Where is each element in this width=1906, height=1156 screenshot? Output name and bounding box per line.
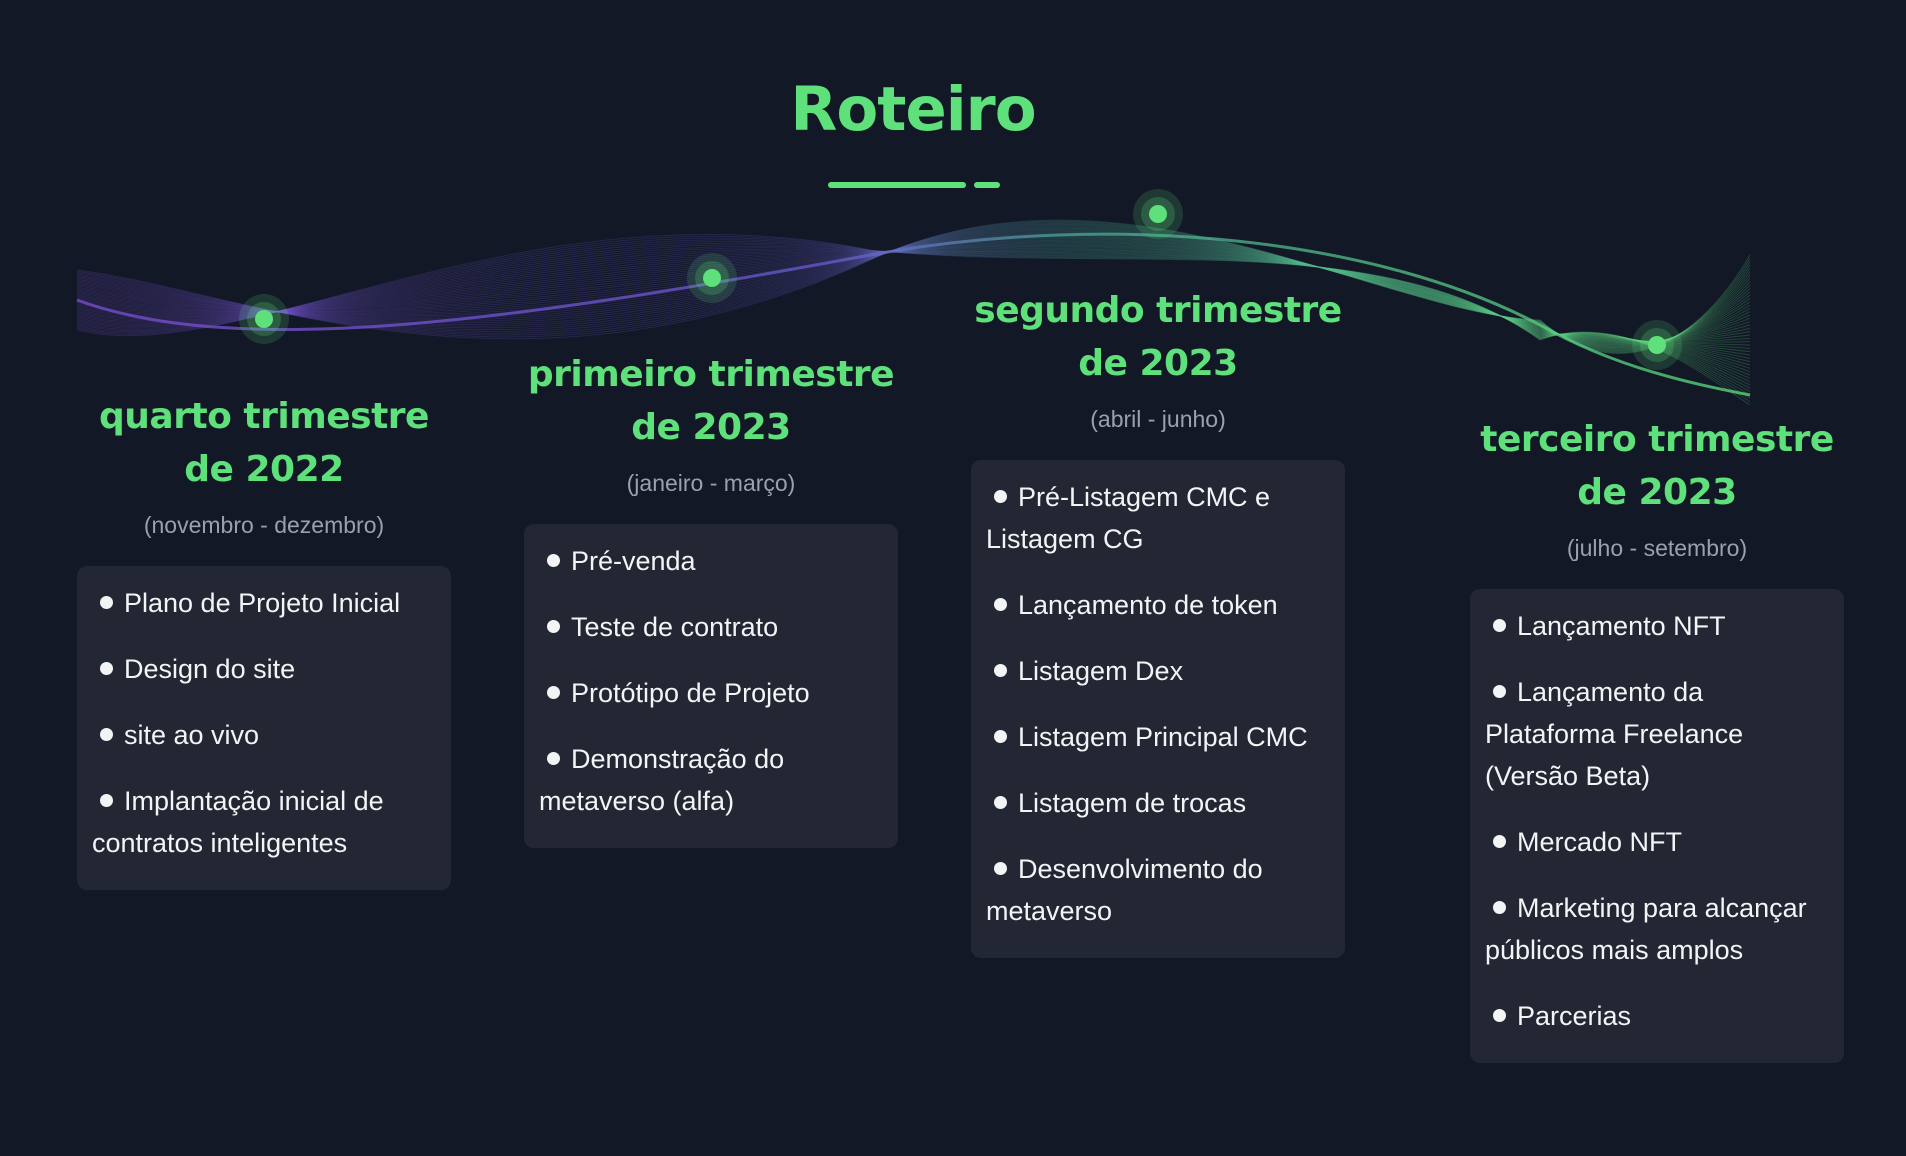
bullet-icon: [100, 728, 113, 742]
list-item: Parcerias: [1485, 995, 1829, 1037]
bullet-icon: [994, 664, 1007, 678]
list-item: Teste de contrato: [539, 606, 883, 648]
decorative-wave: [76, 219, 1751, 406]
list-item: Protótipo de Projeto: [539, 672, 883, 714]
list-item: Mercado NFT: [1485, 821, 1829, 863]
list-item: Lançamento de token: [986, 584, 1330, 626]
phase-card: Lançamento NFT Lançamento da Plataforma …: [1470, 589, 1844, 1063]
bullet-icon: [994, 490, 1007, 504]
list-item: Lançamento NFT: [1485, 605, 1829, 647]
phase-period: (julho - setembro): [1566, 535, 1748, 561]
bullet-icon: [547, 554, 560, 568]
bullet-icon: [1493, 619, 1506, 633]
phase-title: quarto trimestre de 2022: [99, 396, 429, 490]
timeline-dot-q1-2023: [687, 253, 737, 303]
bullet-icon: [1493, 1009, 1506, 1023]
bullet-icon: [100, 794, 113, 808]
title-underline-short: [974, 182, 1000, 188]
phase-period: (abril - junho): [1090, 406, 1226, 432]
list-item: Implantação inicial de contratos intelig…: [92, 786, 384, 858]
list-item: Listagem de trocas: [986, 782, 1330, 824]
list-item: Marketing para alcançar públicos mais am…: [1485, 893, 1807, 965]
bullet-icon: [1493, 901, 1506, 915]
bullet-icon: [994, 862, 1007, 876]
list-item: Lançamento da Plataforma Freelance (Vers…: [1485, 677, 1744, 791]
phase-column-q4-2022: quarto trimestre de 2022 (novembro - dez…: [77, 390, 451, 890]
phase-title: segundo trimestre de 2023: [974, 290, 1342, 384]
phase-card: Pré-Listagem CMC e Listagem CG Lançament…: [971, 460, 1345, 958]
bullet-icon: [994, 796, 1007, 810]
phase-card: Plano de Projeto Inicial Design do site …: [77, 566, 451, 890]
timeline-dot-q2-2023: [1133, 189, 1183, 239]
bullet-icon: [994, 598, 1007, 612]
title-underline-long: [828, 182, 966, 188]
list-item: site ao vivo: [92, 714, 436, 756]
list-item: Design do site: [92, 648, 436, 690]
phase-period: (janeiro - março): [626, 470, 796, 496]
bullet-icon: [100, 662, 113, 676]
timeline-dot-q4-2022: [239, 294, 289, 344]
bullet-icon: [1493, 835, 1506, 849]
bullet-icon: [1493, 685, 1506, 699]
bullet-icon: [547, 752, 560, 766]
list-item: Listagem Dex: [986, 650, 1330, 692]
list-item: Desenvolvimento do metaverso: [986, 854, 1263, 926]
list-item: Demonstração do metaverso (alfa): [539, 744, 785, 816]
list-item: Listagem Principal CMC: [986, 716, 1330, 758]
phase-column-q3-2023: terceiro trimestre de 2023 (julho - sete…: [1470, 413, 1844, 1063]
bullet-icon: [994, 730, 1007, 744]
timeline-dot-q3-2023: [1632, 320, 1682, 370]
bullet-icon: [547, 620, 560, 634]
bullet-icon: [547, 686, 560, 700]
page-title: Roteiro: [790, 74, 1036, 145]
list-item: Pré-Listagem CMC e Listagem CG: [986, 482, 1271, 554]
phase-title: primeiro trimestre de 2023: [527, 354, 895, 448]
phase-card: Pré-venda Teste de contrato Protótipo de…: [524, 524, 898, 848]
phase-title: terceiro trimestre de 2023: [1480, 419, 1834, 513]
list-item: Plano de Projeto Inicial: [92, 582, 436, 624]
phase-column-q2-2023: segundo trimestre de 2023 (abril - junho…: [971, 284, 1345, 958]
phase-column-q1-2023: primeiro trimestre de 2023 (janeiro - ma…: [524, 348, 898, 848]
bullet-icon: [100, 596, 113, 610]
list-item: Pré-venda: [539, 540, 883, 582]
phase-period: (novembro - dezembro): [143, 512, 385, 538]
